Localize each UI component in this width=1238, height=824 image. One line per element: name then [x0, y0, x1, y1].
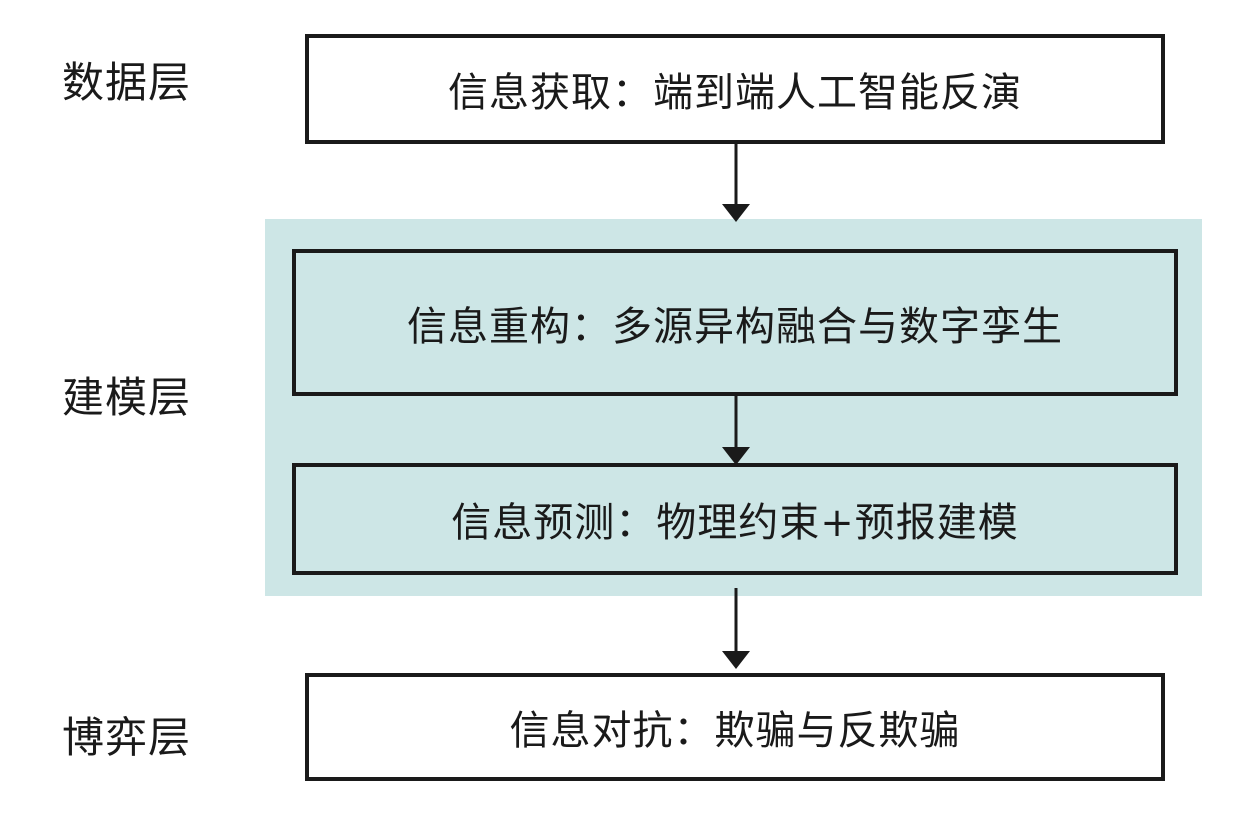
info-reconstruction-box: 信息重构：多源异构融合与数字孪生: [292, 249, 1178, 396]
info-confrontation-text: 信息对抗：欺骗与反欺骗: [509, 708, 961, 754]
info-prediction-box: 信息预测：物理约束+预报建模: [292, 463, 1178, 575]
layer-label-data: 数据层: [62, 58, 192, 107]
arrow-acquire-to-rebuild: [722, 144, 750, 222]
info-prediction-text: 信息预测：物理约束+预报建模: [451, 500, 1019, 546]
layer-label-model: 建模层: [62, 373, 192, 422]
layer-label-game: 博弈层: [62, 713, 192, 762]
info-reconstruction-text: 信息重构：多源异构融合与数字孪生: [407, 303, 1063, 350]
arrow-rebuild-to-predict: [722, 396, 750, 465]
info-acquisition-box: 信息获取：端到端人工智能反演: [305, 34, 1165, 144]
arrow-predict-to-confront: [722, 588, 750, 669]
info-confrontation-box: 信息对抗：欺骗与反欺骗: [305, 673, 1165, 781]
info-acquisition-text: 信息获取：端到端人工智能反演: [448, 70, 1022, 116]
